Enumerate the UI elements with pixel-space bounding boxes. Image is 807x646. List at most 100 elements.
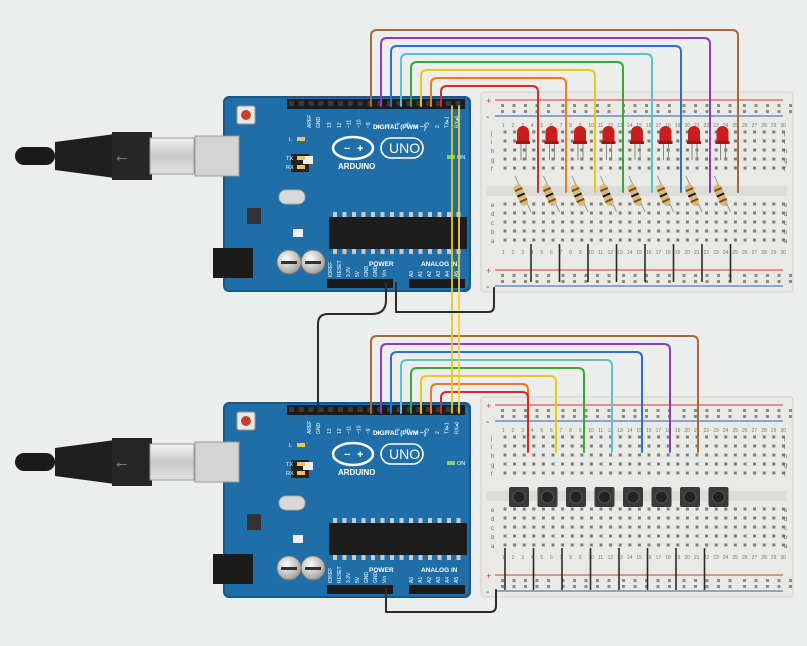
rail-hole <box>622 579 625 582</box>
terminal-hole <box>714 211 718 215</box>
chip-pin <box>342 518 347 523</box>
terminal-hole <box>513 238 517 242</box>
resistor-band <box>573 192 583 198</box>
rail-hole <box>754 280 758 283</box>
column-number: 23 <box>713 250 719 256</box>
terminal-hole <box>609 543 613 547</box>
rail-plus-sign: + <box>486 266 491 276</box>
chip-pin <box>342 212 347 217</box>
terminal-hole <box>743 157 747 161</box>
column-number: 13 <box>617 555 623 561</box>
analog-pin-label: A2 <box>427 577 433 583</box>
terminal-hole <box>561 525 565 529</box>
uno-model: UNO <box>389 140 420 156</box>
terminal-hole <box>647 462 651 466</box>
rail-minus-sign: - <box>486 112 489 123</box>
digital-pin-label: ~3 <box>425 428 431 434</box>
rail-hole <box>573 409 576 412</box>
terminal-hole <box>503 130 507 134</box>
analog-pin-label: A1 <box>418 577 424 583</box>
terminal-hole <box>628 157 632 161</box>
terminal-hole <box>772 202 776 206</box>
rail-hole <box>705 409 709 412</box>
signal-wire <box>400 359 613 453</box>
terminal-hole <box>503 220 507 224</box>
chip-pin <box>380 555 385 560</box>
push-button-cap <box>626 490 640 504</box>
terminal-hole <box>513 220 517 224</box>
terminal-hole <box>676 229 680 233</box>
terminal-hole <box>676 166 680 170</box>
terminal-hole <box>724 543 728 547</box>
signal-wire <box>380 37 711 193</box>
column-number: 5 <box>540 250 543 256</box>
column-number: 30 <box>780 555 786 561</box>
terminal-hole <box>570 220 574 224</box>
terminal-hole <box>532 148 536 152</box>
rail-hole <box>645 104 648 107</box>
rail-hole <box>607 110 611 113</box>
terminal-hole <box>609 229 613 233</box>
resistor-band <box>718 197 728 204</box>
header-pin <box>436 407 441 412</box>
rail-hole <box>682 415 686 418</box>
digital-pin-label: ~6 <box>396 428 402 434</box>
terminal-hole <box>589 202 593 206</box>
rail-hole <box>501 415 504 418</box>
digital-label: DIGITAL (PWM ~) <box>373 430 426 437</box>
resistor-band <box>685 186 694 193</box>
terminal-hole <box>570 211 574 215</box>
rail-hole <box>584 104 588 107</box>
digital-pin-label: ~11 <box>347 120 353 128</box>
terminal-hole <box>637 462 641 466</box>
header-pin <box>367 101 373 106</box>
column-number: 8 <box>569 250 572 256</box>
column-number: 15 <box>636 250 642 256</box>
row-letter: e <box>491 203 495 209</box>
rail-hole <box>524 579 527 582</box>
rail-hole <box>596 280 599 283</box>
terminal-hole <box>714 130 718 134</box>
terminal-hole <box>609 444 613 448</box>
terminal-hole <box>513 516 517 520</box>
led-l-label: L <box>289 443 292 449</box>
rail-hole <box>501 274 504 277</box>
row-letter: c <box>784 221 787 227</box>
terminal-hole <box>733 471 737 475</box>
terminal-hole <box>551 462 555 466</box>
rail-hole <box>512 110 516 113</box>
led-base <box>544 141 559 144</box>
rail-hole <box>512 585 516 588</box>
terminal-hole <box>580 166 584 170</box>
terminal-hole <box>714 453 718 457</box>
terminal-hole <box>666 534 670 538</box>
terminal-hole <box>781 220 785 224</box>
digital-pin-label: ~10 <box>356 119 362 128</box>
column-number: 18 <box>665 250 671 256</box>
terminal-hole <box>628 238 632 242</box>
terminal-hole <box>695 507 699 511</box>
terminal-hole <box>705 516 709 520</box>
rail-hole <box>717 110 720 113</box>
column-number: 22 <box>704 123 710 129</box>
terminal-hole <box>695 534 699 538</box>
led-on-label: ON <box>457 155 465 161</box>
led-base <box>658 141 673 144</box>
terminal-hole <box>580 444 584 448</box>
terminal-hole <box>685 211 689 215</box>
rail-hole <box>682 409 686 412</box>
terminal-hole <box>743 444 747 448</box>
column-number: 23 <box>713 428 719 434</box>
row-letter: h <box>784 454 787 460</box>
led <box>659 126 672 142</box>
row-letter: j <box>783 131 785 137</box>
rail-hole <box>656 415 660 418</box>
row-letter: d <box>784 517 787 523</box>
terminal-hole <box>503 462 507 466</box>
column-number: 10 <box>588 250 594 256</box>
terminal-hole <box>589 220 593 224</box>
row-letter: e <box>784 203 788 209</box>
led <box>574 126 586 142</box>
terminal-hole <box>541 157 545 161</box>
